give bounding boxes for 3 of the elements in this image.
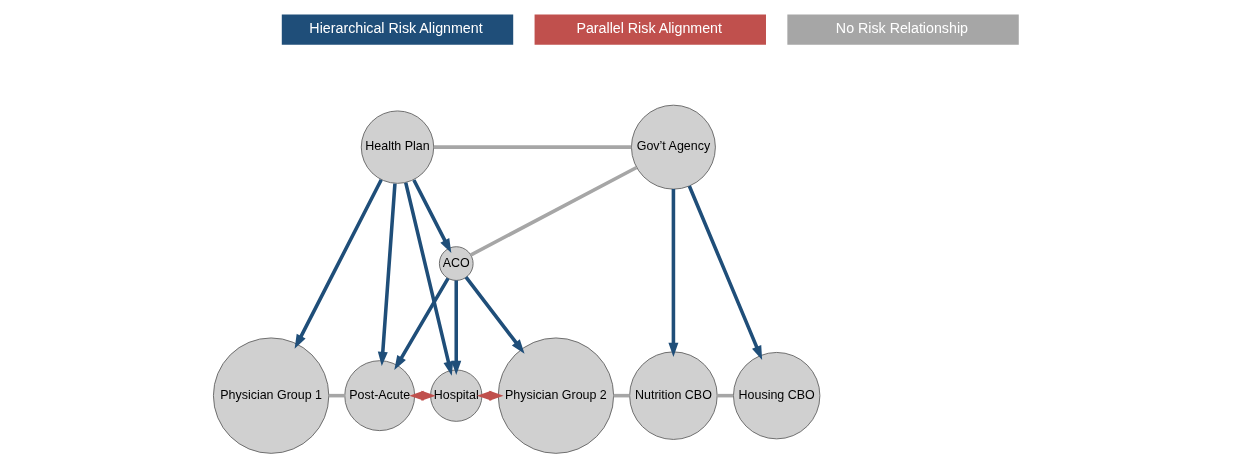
legend-label: Hierarchical Risk Alignment <box>308 19 483 36</box>
legend-label: No Risk Relationship <box>835 19 968 36</box>
legend-label: Parallel Risk Alignment <box>575 19 722 36</box>
